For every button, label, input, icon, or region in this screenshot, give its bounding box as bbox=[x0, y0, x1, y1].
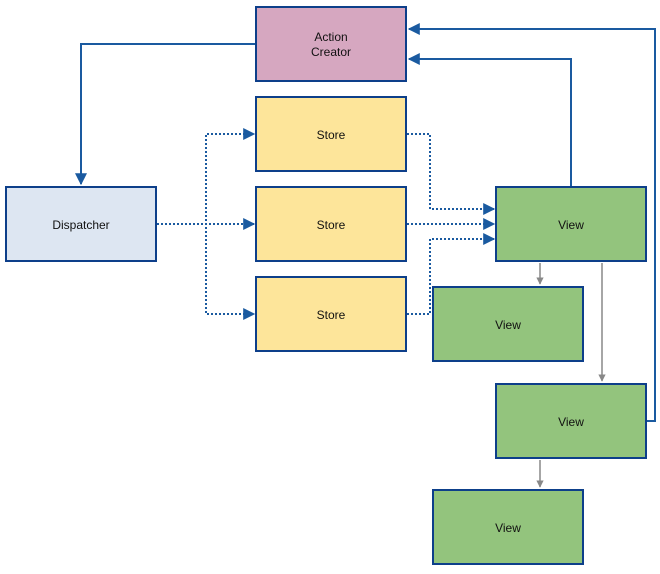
store-node-3: Store bbox=[255, 276, 407, 352]
view-node-2: View bbox=[432, 286, 584, 362]
view-2-label: View bbox=[495, 318, 521, 332]
action-creator-node: Action Creator bbox=[255, 6, 407, 82]
dispatcher-node: Dispatcher bbox=[5, 186, 157, 262]
view-3-label: View bbox=[558, 415, 584, 429]
view-node-3: View bbox=[495, 383, 647, 459]
edge-dispatcher-to-store-3 bbox=[157, 223, 256, 320]
edge-view-3-to-action bbox=[407, 23, 656, 422]
view-main-label: View bbox=[558, 218, 584, 232]
edge-view-to-action bbox=[407, 53, 572, 186]
store-3-label: Store bbox=[317, 308, 346, 322]
action-creator-label-line2: Creator bbox=[311, 45, 351, 59]
view-node-4: View bbox=[432, 489, 584, 565]
edge-store-3-to-view bbox=[407, 233, 496, 315]
action-creator-label-line1: Action bbox=[314, 30, 347, 44]
store-2-label: Store bbox=[317, 218, 346, 232]
store-node-2: Store bbox=[255, 186, 407, 262]
dispatcher-label: Dispatcher bbox=[52, 218, 109, 232]
edge-store-1-to-view bbox=[407, 133, 496, 215]
store-1-label: Store bbox=[317, 128, 346, 142]
store-node-1: Store bbox=[255, 96, 407, 172]
edge-dispatcher-to-store-1 bbox=[157, 128, 256, 225]
edge-action-to-dispatcher bbox=[75, 43, 256, 186]
view-4-label: View bbox=[495, 521, 521, 535]
view-node-main: View bbox=[495, 186, 647, 262]
